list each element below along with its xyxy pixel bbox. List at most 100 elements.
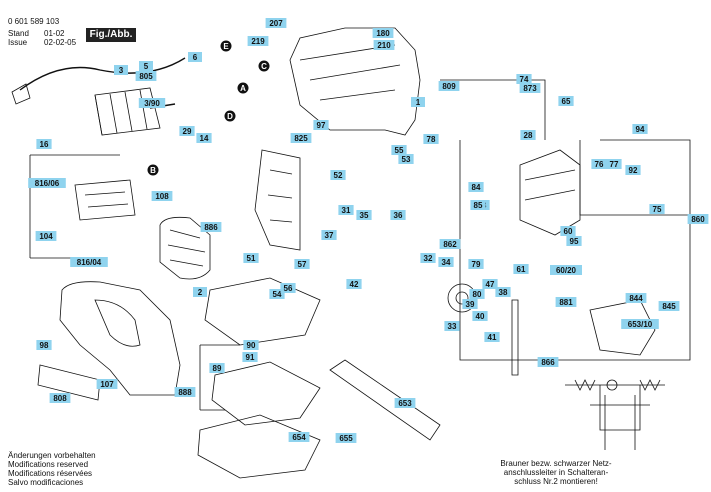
part-callout-809: 809 (438, 81, 460, 91)
part-callout-207: 207 (265, 18, 287, 28)
callout-text: 16 (40, 140, 49, 149)
part-callout-3-90: 3/90 (138, 98, 166, 108)
callout-text: 207 (269, 19, 283, 28)
callout-text: 74 (520, 75, 529, 84)
callout-box (495, 287, 511, 297)
callout-box (265, 18, 287, 28)
callout-text: 39 (466, 300, 475, 309)
callout-box (269, 289, 285, 299)
callout-text: 60/20 (556, 266, 577, 275)
part-callout-65: 65 (558, 96, 574, 106)
line-art (11, 27, 691, 479)
callout-box (439, 239, 461, 249)
footer-line: Modifications reserved (8, 460, 89, 469)
figure-label: Fig./Abb. 1 (86, 28, 136, 54)
callout-box (484, 332, 500, 342)
callout-box (174, 387, 196, 397)
callout-box (135, 71, 157, 81)
callout-text: 653/10 (628, 320, 653, 329)
callout-text: 98 (40, 341, 49, 350)
callout-text: 866 (541, 358, 555, 367)
note-line: schluss Nr.2 montieren! (514, 477, 598, 486)
part-callout-52: 52 (330, 170, 346, 180)
callout-box (209, 363, 225, 373)
callout-text: 92 (629, 166, 638, 175)
stand-label: Stand (8, 29, 29, 38)
callout-box (373, 40, 395, 50)
armature-shape (94, 87, 161, 136)
callout-box (290, 133, 312, 143)
part-callout-74: 74 (516, 74, 532, 84)
part-callout-35: 35 (356, 210, 372, 220)
callout-box (151, 191, 173, 201)
bracket-888 (199, 344, 240, 411)
marker-circle (237, 82, 249, 94)
callout-text: 219 (251, 37, 265, 46)
callout-text: 65 (562, 97, 571, 106)
part-callout-90: 90 (243, 340, 259, 350)
callout-box (96, 379, 118, 389)
main-housing-shape (59, 281, 181, 396)
part-callout-14: 14 (196, 133, 212, 143)
marker-text: C (261, 62, 267, 71)
callout-box (346, 279, 362, 289)
part-callout-654: 654 (288, 432, 310, 442)
callout-text: 6 (193, 53, 198, 62)
callout-box (519, 83, 541, 93)
part-callout-95: 95 (566, 236, 582, 246)
wiring-note: Brauner bezw. schwarzer Netz- anschlussl… (496, 459, 616, 486)
connector-marker-d: D (224, 110, 236, 122)
callout-text: 54 (273, 290, 282, 299)
part-callout-54: 54 (269, 289, 285, 299)
callout-text: 104 (39, 232, 53, 241)
callout-box (193, 287, 207, 297)
housing-half-shape (289, 27, 421, 136)
cover-plate-shape (37, 364, 101, 401)
marker-text: B (150, 166, 156, 175)
gear-head-shape (519, 149, 581, 236)
part-callout-104: 104 (35, 231, 57, 241)
callout-text: 41 (488, 333, 497, 342)
callout-box (179, 126, 195, 136)
callout-box (138, 98, 166, 108)
callout-box (200, 222, 222, 232)
callout-text: 89 (213, 364, 222, 373)
callout-box (468, 259, 484, 269)
part-callout-808: 808 (49, 393, 71, 403)
callout-box (470, 200, 486, 210)
part-callout-2: 2 (193, 287, 207, 297)
gear-housing-shape (254, 149, 301, 251)
callout-box (513, 264, 529, 274)
callout-text: 29 (183, 127, 192, 136)
part-callout-5: 5 (139, 61, 153, 71)
callout-box (394, 398, 416, 408)
callout-box (321, 230, 337, 240)
part-callout-57: 57 (294, 259, 310, 269)
bracket-860 (459, 139, 691, 361)
plunger-shape (511, 299, 519, 376)
part-callout-55: 55 (391, 145, 407, 155)
callout-text: 655 (339, 434, 353, 443)
callout-box (469, 289, 485, 299)
callout-text: 90 (247, 341, 256, 350)
callout-box (338, 205, 354, 215)
callout-text: 28 (524, 131, 533, 140)
part-callout-75: 75 (649, 204, 665, 214)
part-callout-845: 845 (658, 301, 680, 311)
part-callout-80: 80 (469, 289, 485, 299)
callout-box (591, 159, 607, 169)
part-callout-92: 92 (625, 165, 641, 175)
callout-box (139, 61, 153, 71)
callout-text: 95 (570, 237, 579, 246)
part-callout-32: 32 (420, 253, 436, 263)
callout-text: 825 (294, 134, 308, 143)
part-callout-97: 97 (313, 120, 329, 130)
part-callout-862: 862 (439, 239, 461, 249)
callout-text: 51 (247, 254, 256, 263)
callout-text: 91 (246, 353, 255, 362)
bracket-75 (579, 140, 690, 216)
part-callout-42: 42 (346, 279, 362, 289)
connector-marker-e: E (220, 40, 232, 52)
part-callout-84: 84 (468, 182, 484, 192)
